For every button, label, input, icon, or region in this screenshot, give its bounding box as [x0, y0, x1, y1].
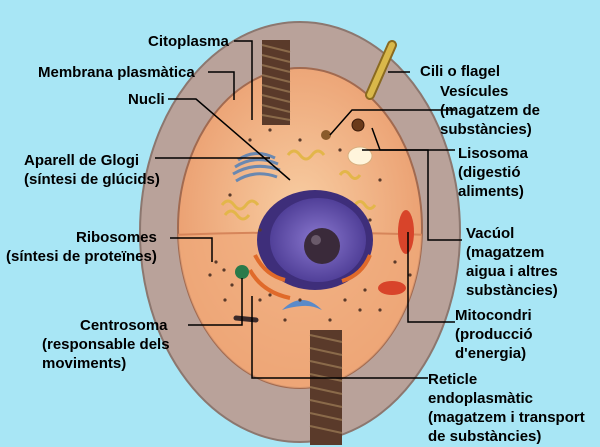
label-membrana-plasmatica: Membrana plasmàtica: [38, 64, 195, 81]
vacuole: [347, 146, 373, 166]
nucleus: [257, 190, 373, 290]
label-centrosoma: Centrosoma (responsable dels moviments): [42, 317, 170, 372]
label-cili-flagel: Cili o flagel: [420, 63, 501, 80]
nucleolus: [304, 228, 340, 264]
label-mitocondri: Mitocondri (producció d'energia): [455, 307, 533, 362]
label-vacuol: Vacúol (magatzem aigua i altres substànc…: [466, 225, 558, 299]
vesicle: [321, 130, 331, 140]
leader-lines: [155, 40, 462, 379]
flagellum: [365, 40, 397, 100]
label-ribosomes: Ribosomes (síntesi de proteïnes): [6, 229, 157, 265]
label-lisosoma: Lisosoma (digestió aliments): [458, 145, 529, 200]
label-vesicules: Vesícules (magatzem de substàncies): [440, 83, 541, 138]
label-aparell-golgi: Aparell de Glogi (síntesi de glúcids): [24, 152, 160, 188]
rough-er: [248, 254, 372, 300]
lysosome: [351, 118, 365, 132]
lower-golgi: [282, 300, 322, 310]
top-fiber-band: [261, 40, 291, 125]
label-citoplasma: Citoplasma: [148, 33, 229, 50]
ribosomes: [208, 128, 412, 322]
label-reticle-endoplasmatic: Reticle endoplasmàtic (magatzem i transp…: [428, 371, 585, 445]
label-nucli: Nucli: [128, 91, 165, 108]
endoplasmic-reticulum: [220, 149, 377, 221]
mitochondrion: [378, 210, 414, 295]
bottom-fiber-band: [309, 330, 343, 445]
